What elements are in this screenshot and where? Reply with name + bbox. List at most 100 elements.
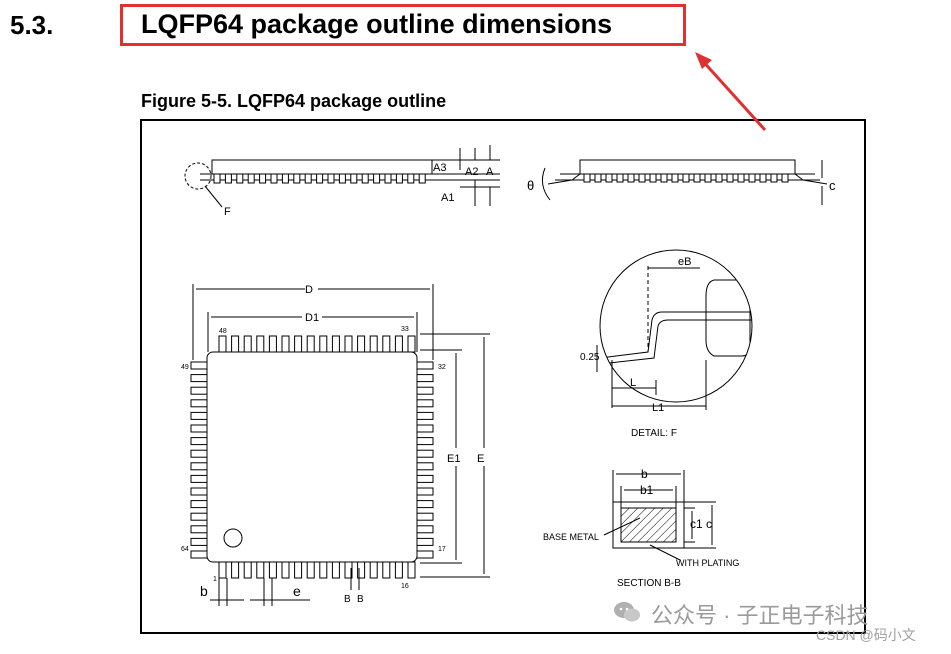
pin [304,173,312,184]
pin [327,173,335,184]
pin [281,561,290,579]
theta-label: θ [527,178,534,193]
pin [638,173,646,183]
pin [213,173,221,184]
pin [649,173,657,183]
pin [407,561,416,579]
detail-f-marker: F [224,206,231,218]
pin [268,561,277,579]
dim-a3-label: A3 [433,162,446,174]
pin [306,335,315,353]
pin [281,173,289,184]
pin [243,561,252,579]
pin [357,335,366,353]
pin [416,500,434,509]
pin-48-label: 48 [219,328,227,335]
pin [190,525,208,534]
pin [627,173,635,183]
pin [416,462,434,471]
pin [382,335,391,353]
pin [660,173,668,183]
pin [268,335,277,353]
pin [190,550,208,559]
pin [416,374,434,383]
pin [294,335,303,353]
section-bb-caption: SECTION B-B [617,578,681,589]
top-view [190,284,490,606]
pin [350,173,358,184]
pin [190,399,208,408]
pin-49-label: 49 [181,364,189,371]
pin [293,173,301,184]
pin [306,561,315,579]
pin [369,335,378,353]
detail-f-caption: DETAIL: F [631,428,677,439]
pin [190,361,208,370]
dim-a1-label: A1 [441,192,454,204]
pin [693,173,701,183]
pin-1-label: 1 [213,576,217,583]
pin [416,437,434,446]
section-b-dim-label: b [641,467,648,481]
pin [281,335,290,353]
pin [247,173,255,184]
pin [416,512,434,521]
pin [236,173,244,184]
pin [748,173,756,183]
pin [256,561,265,579]
dim-l-label: L [630,377,636,389]
pin [190,374,208,383]
pin [373,173,381,184]
dim-e1-label: E1 [447,453,460,465]
pin [319,335,328,353]
section-b-left-label: B [344,594,351,605]
detail-f-view [596,249,753,410]
dim-b-label: b [200,583,208,599]
pin [190,386,208,395]
pin [331,335,340,353]
title-highlight-box [120,4,686,46]
dim-e-label: E [477,453,484,465]
pin-64-label: 64 [181,546,189,553]
pin [190,474,208,483]
pin [231,561,240,579]
pin [737,173,745,183]
pin [344,561,353,579]
pin [256,335,265,353]
pin [294,561,303,579]
pin [416,525,434,534]
side-view-right [541,159,828,205]
pin [416,449,434,458]
pin [416,386,434,395]
pin [594,173,602,183]
watermark-text: 公众号 · 子正电子科技 [651,603,869,628]
side-view-left [184,145,500,208]
pin [316,173,324,184]
section-b1-dim-label: b1 [640,483,654,497]
dim-a-label: A [486,166,494,178]
pin [384,173,392,184]
csdn-watermark: CSDN @码小文 [816,627,916,643]
section-bb-view [603,470,716,561]
gauge-025-label: 0.25 [580,352,600,363]
section-number: 5.3. [10,10,54,40]
dim-l1-label: L1 [652,402,664,414]
pin [726,173,734,183]
pin [770,173,778,183]
pin [338,173,346,184]
figure-caption: Figure 5-5. LQFP64 package outline [141,91,447,111]
pin [416,537,434,546]
pin [331,561,340,579]
pin [190,449,208,458]
pin [416,550,434,559]
pin [361,173,369,184]
pin-16-label: 16 [401,583,409,590]
wechat-icon [614,602,640,622]
pin [190,512,208,521]
pin [416,487,434,496]
dim-eb-label: eB [678,256,691,268]
pin [243,335,252,353]
dim-a2-label: A2 [465,166,478,178]
pin [224,173,232,184]
